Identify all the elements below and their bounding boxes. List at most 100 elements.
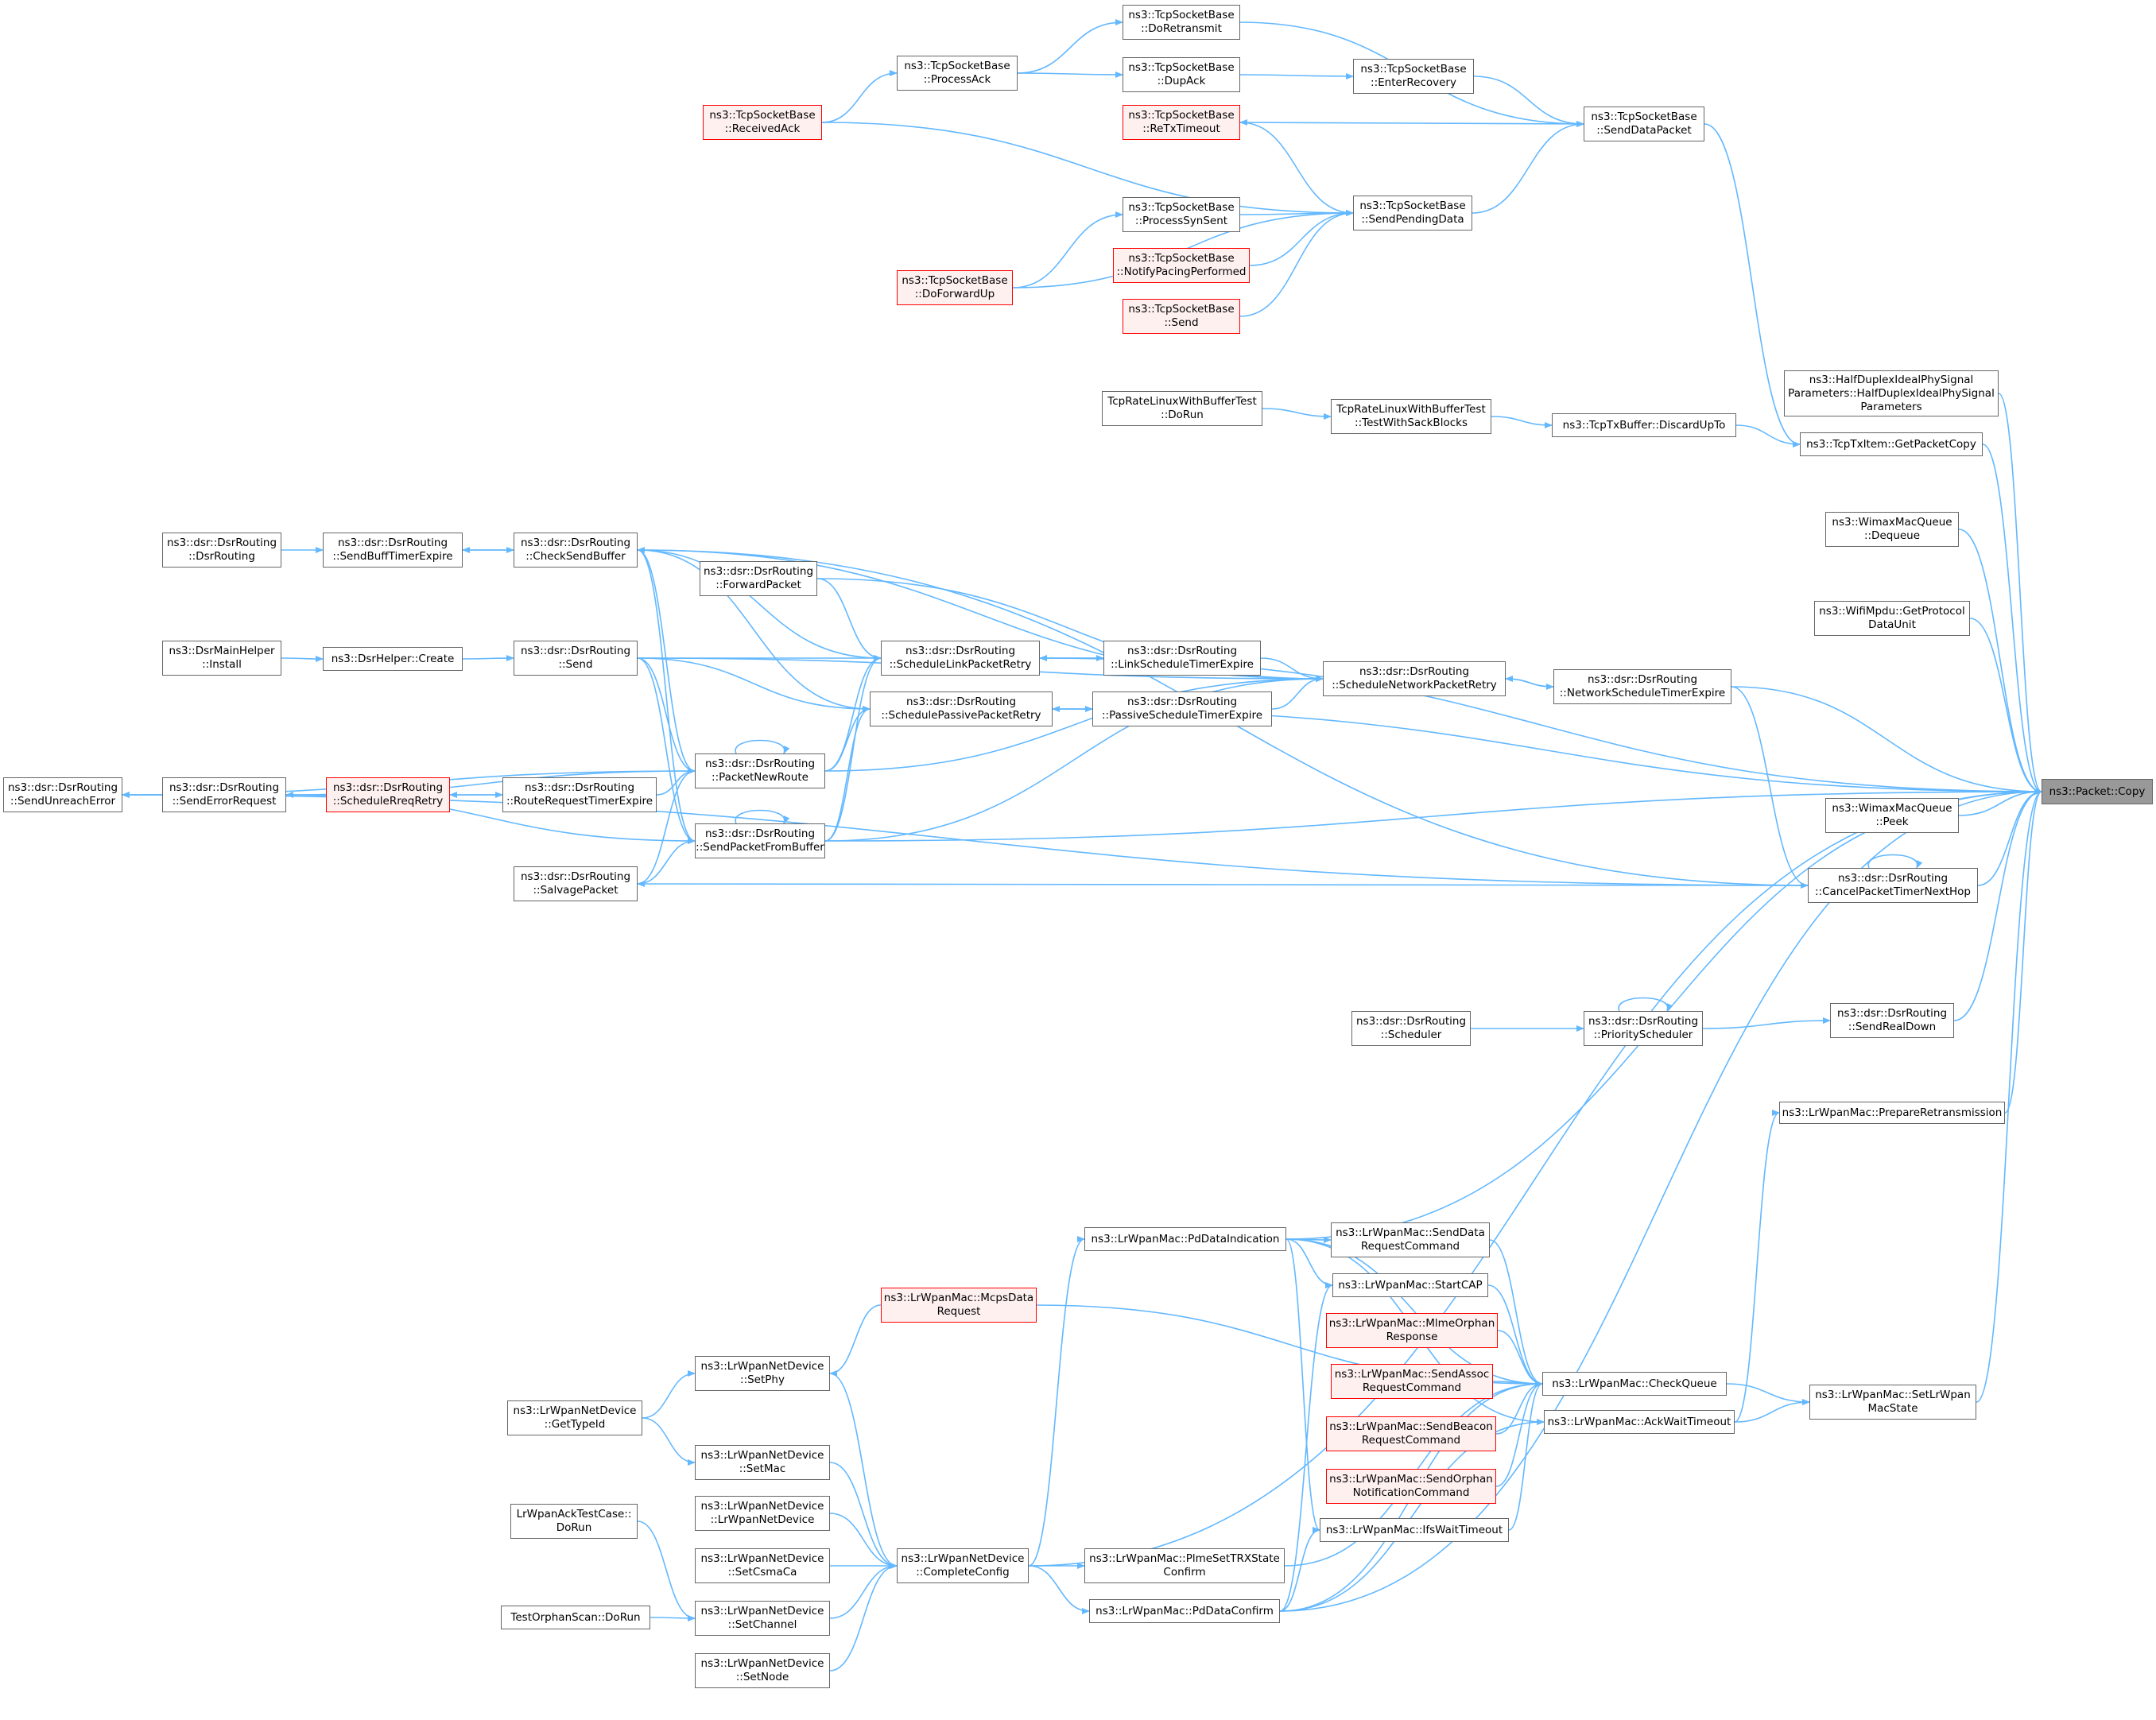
graph-node-scheduler[interactable]: ns3::dsr::DsrRouting::Scheduler [1351, 1011, 1471, 1046]
edge-getpacketcopy-to-copy [1982, 444, 2042, 795]
graph-node-dsrsend[interactable]: ns3::dsr::DsrRouting::Send [514, 641, 638, 676]
node-label-line: ns3::LrWpanNetDevice [700, 1605, 824, 1617]
graph-node-setcsmaca[interactable]: ns3::LrWpanNetDevice::SetCsmaCa [695, 1548, 830, 1583]
graph-node-netschedtimer[interactable]: ns3::dsr::DsrRouting::NetworkScheduleTim… [1553, 669, 1731, 704]
edge-notifypacing-to-sendpendingdata [1249, 210, 1354, 266]
graph-node-testorphanscan[interactable]: TestOrphanScan::DoRun [501, 1606, 650, 1629]
graph-node-routerequesttimer[interactable]: ns3::dsr::DsrRouting::RouteRequestTimerE… [502, 777, 657, 812]
graph-node-setnode[interactable]: ns3::LrWpanNetDevice::SetNode [695, 1653, 830, 1688]
graph-node-enterrecovery[interactable]: ns3::TcpSocketBase::EnterRecovery [1353, 59, 1474, 94]
graph-node-withsackblocks[interactable]: TcpRateLinuxWithBufferTest::TestWithSack… [1331, 399, 1491, 434]
edge-completeconfig-to-copy [1028, 788, 2042, 1567]
graph-node-processack[interactable]: ns3::TcpSocketBase::ProcessAck [897, 56, 1018, 91]
graph-node-sendfrombuffer[interactable]: ns3::dsr::DsrRouting::SendPacketFromBuff… [695, 823, 825, 858]
graph-node-lrwpannetdevice[interactable]: ns3::LrWpanNetDevice::LrWpanNetDevice [695, 1496, 830, 1531]
node-label-line: ::ScheduleNetworkPacketRetry [1332, 679, 1497, 691]
graph-node-tcprateDoRun[interactable]: TcpRateLinuxWithBufferTest::DoRun [1102, 391, 1262, 426]
graph-node-lrwpanacktest[interactable]: LrWpanAckTestCase::DoRun [510, 1504, 638, 1539]
graph-node-setphy[interactable]: ns3::LrWpanNetDevice::SetPhy [695, 1356, 830, 1391]
edge-cancelpacket-to-sendunreacherror [122, 792, 1809, 886]
graph-node-tcpsend[interactable]: ns3::TcpSocketBase::Send [1123, 299, 1240, 334]
graph-node-schedlink[interactable]: ns3::dsr::DsrRouting::ScheduleLinkPacket… [881, 641, 1040, 676]
graph-node-schednetwork[interactable]: ns3::dsr::DsrRouting::ScheduleNetworkPac… [1323, 661, 1506, 696]
graph-node-retxtimeout[interactable]: ns3::TcpSocketBase::ReTxTimeout [1123, 105, 1240, 140]
graph-node-sendpendingdata[interactable]: ns3::TcpSocketBase::SendPendingData [1353, 196, 1472, 230]
graph-node-sendunreacherror[interactable]: ns3::dsr::DsrRouting::SendUnreachError [3, 777, 122, 812]
edge-salvagepacket-to-sendfrombuffer [637, 838, 696, 885]
graph-node-notifypacing[interactable]: ns3::TcpSocketBase::NotifyPacingPerforme… [1113, 248, 1250, 283]
graph-node-receivedack[interactable]: ns3::TcpSocketBase::ReceivedAck [703, 105, 822, 140]
graph-node-setmac[interactable]: ns3::LrWpanNetDevice::SetMac [695, 1445, 830, 1480]
graph-node-checksendbuffer[interactable]: ns3::dsr::DsrRouting::CheckSendBuffer [514, 533, 638, 568]
edge-salvagepacket-to-packetnewroute [637, 768, 696, 885]
edge-setchannel-to-completeconfig [829, 1563, 898, 1619]
edge-ackwaittimeout-to-prepareretrans [1734, 1110, 1780, 1423]
graph-node-wimaxpeek[interactable]: ns3::WimaxMacQueue::Peek [1825, 798, 1959, 833]
graph-node-discardupto[interactable]: ns3::TcpTxBuffer::DiscardUpTo [1552, 413, 1736, 437]
graph-node-prepareretrans[interactable]: ns3::LrWpanMac::PrepareRetransmission [1779, 1102, 2005, 1124]
graph-node-processsynsent[interactable]: ns3::TcpSocketBase::ProcessSynSent [1123, 197, 1240, 232]
graph-node-senddatapacket[interactable]: ns3::TcpSocketBase::SendDataPacket [1584, 107, 1704, 141]
graph-node-dupack[interactable]: ns3::TcpSocketBase::DupAck [1123, 57, 1240, 92]
graph-node-priorityscheduler[interactable]: ns3::dsr::DsrRouting::PriorityScheduler [1584, 1011, 1703, 1046]
graph-node-setchannel[interactable]: ns3::LrWpanNetDevice::SetChannel [695, 1601, 830, 1636]
graph-node-dsrhelpercreate[interactable]: ns3::DsrHelper::Create [323, 647, 463, 671]
graph-node-packetnewroute[interactable]: ns3::dsr::DsrRouting::PacketNewRoute [695, 753, 825, 788]
node-label-line: ::NotifyPacingPerformed [1116, 265, 1247, 278]
graph-node-dsrroutingctor[interactable]: ns3::dsr::DsrRouting::DsrRouting [162, 533, 281, 568]
graph-node-linkschedtimer[interactable]: ns3::dsr::DsrRouting::LinkScheduleTimerE… [1103, 641, 1261, 676]
graph-node-ifswaittimeout[interactable]: ns3::LrWpanMac::IfsWaitTimeout [1320, 1518, 1509, 1542]
graph-node-doretransmit[interactable]: ns3::TcpSocketBase::DoRetransmit [1123, 5, 1240, 40]
node-label-line: TestOrphanScan::DoRun [510, 1610, 641, 1624]
edge-pddataconfirm-to-copy [1279, 788, 2042, 1612]
graph-node-passiveschedtimer[interactable]: ns3::dsr::DsrRouting::PassiveScheduleTim… [1092, 691, 1272, 726]
graph-node-schedulerreqretry[interactable]: ns3::dsr::DsrRouting::ScheduleRreqRetry [326, 777, 450, 812]
graph-node-gettypeid[interactable]: ns3::LrWpanNetDevice::GetTypeId [507, 1400, 642, 1435]
node-label-line: ::SendBuffTimerExpire [332, 550, 453, 563]
edge-retxtimeout-to-sendpendingdata [1239, 122, 1354, 216]
edge-dsrmainhelper-to-dsrhelpercreate [281, 655, 324, 662]
node-label-line: ::EnterRecovery [1371, 76, 1456, 89]
node-label-line: ns3::LrWpanMac::AckWaitTimeout [1547, 1415, 1731, 1428]
node-label-line: ns3::dsr::DsrRouting [520, 645, 631, 657]
graph-node-wimaxdequeue[interactable]: ns3::WimaxMacQueue::Dequeue [1825, 512, 1959, 547]
graph-node-startcap[interactable]: ns3::LrWpanMac::StartCAP [1332, 1273, 1488, 1297]
graph-node-sendbufftimer[interactable]: ns3::dsr::DsrRouting::SendBuffTimerExpir… [323, 533, 463, 568]
edge-processack-to-dupack [1017, 71, 1123, 78]
graph-node-forwardpacket[interactable]: ns3::dsr::DsrRouting::ForwardPacket [700, 561, 817, 596]
graph-node-pddataconfirm[interactable]: ns3::LrWpanMac::PdDataConfirm [1089, 1599, 1280, 1623]
edge-sendorphan-to-checkqueue [1495, 1381, 1543, 1487]
node-label-line: ::SchedulePassivePacketRetry [881, 709, 1041, 722]
node-label-line: ns3::dsr::DsrRouting [1836, 1007, 1948, 1020]
graph-node-doforwardup[interactable]: ns3::TcpSocketBase::DoForwardUp [897, 270, 1013, 305]
edge-dupack-to-enterrecovery [1239, 72, 1354, 79]
graph-node-salvagepacket[interactable]: ns3::dsr::DsrRouting::SalvagePacket [514, 866, 638, 901]
node-label-line: ::SalvagePacket [533, 884, 618, 897]
edge-packetnewroute-to-schednetwork [824, 676, 1324, 772]
node-label-line: ::DsrRouting [188, 550, 255, 563]
graph-node-checkqueue[interactable]: ns3::LrWpanMac::CheckQueue [1542, 1372, 1727, 1396]
graph-node-ackwaittimeout[interactable]: ns3::LrWpanMac::AckWaitTimeout [1544, 1410, 1735, 1434]
node-label-line: ::SendUnreachError [10, 795, 116, 808]
graph-node-sendrealdown[interactable]: ns3::dsr::DsrRouting::SendRealDown [1830, 1003, 1954, 1038]
node-label-line: ns3::TcpSocketBase [1128, 9, 1235, 21]
graph-node-pddataindication[interactable]: ns3::LrWpanMac::PdDataIndication [1084, 1227, 1286, 1251]
graph-node-completeconfig[interactable]: ns3::LrWpanNetDevice::CompleteConfig [897, 1548, 1029, 1583]
node-label-line: ns3::dsr::DsrRouting [1588, 1015, 1699, 1028]
graph-node-senderrorrequest[interactable]: ns3::dsr::DsrRouting::SendErrorRequest [162, 777, 286, 812]
graph-node-getpacketcopy[interactable]: ns3::TcpTxItem::GetPacketCopy [1800, 432, 1983, 456]
graph-node-schedpassive[interactable]: ns3::dsr::DsrRouting::SchedulePassivePac… [870, 691, 1053, 726]
graph-node-cancelpacket[interactable]: ns3::dsr::DsrRouting::CancelPacketTimerN… [1808, 868, 1978, 903]
graph-node-dsrmainhelper[interactable]: ns3::DsrMainHelper::Install [162, 641, 281, 676]
